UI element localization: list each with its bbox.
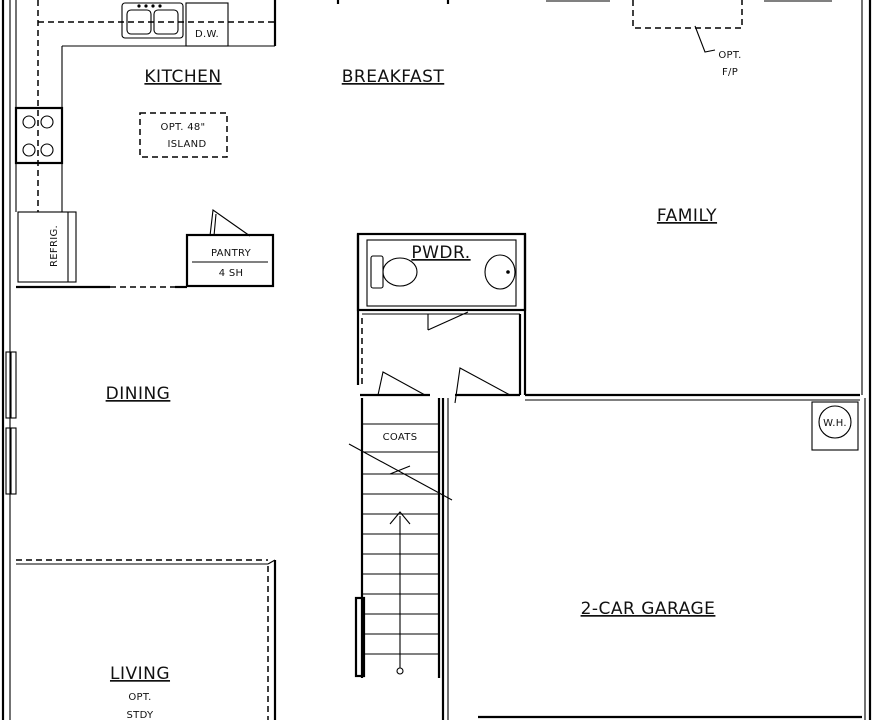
living-label: LIVING [110, 664, 170, 684]
living-opt-label-line2: STDY [127, 710, 155, 720]
island-label-line2: ISLAND [168, 139, 207, 150]
island-label-line1: OPT. 48" [161, 122, 206, 133]
living-opt-label-line1: OPT. [128, 692, 151, 703]
coats-label: COATS [383, 432, 418, 443]
dining-label: DINING [106, 384, 171, 404]
breakfast-label: BREAKFAST [342, 67, 445, 87]
water-heater-label: W.H. [823, 418, 847, 429]
refrigerator-label: REFRIG. [49, 225, 60, 267]
garage-label: 2-CAR GARAGE [581, 599, 716, 619]
powder-room-label: PWDR. [411, 243, 470, 263]
pantry-label-line2: 4 SH [219, 268, 244, 279]
powder-room: PWDR. [356, 232, 527, 312]
refrigerator: REFRIG. [17, 211, 77, 283]
kitchen-island: OPT. 48" ISLAND [139, 112, 228, 158]
pantry-label-line1: PANTRY [211, 248, 252, 259]
dishwasher-label: D.W. [195, 29, 219, 40]
dishwasher: D.W. [185, 2, 229, 47]
staircase: COATS [348, 398, 453, 720]
kitchen-counter [15, 0, 275, 212]
range [14, 106, 64, 165]
kitchen-sink [121, 2, 184, 39]
dining-windows [5, 351, 17, 495]
fireplace-label-line1: OPT. [718, 50, 741, 61]
fireplace-label-line2: F/P [722, 67, 738, 78]
garage: W.H. [447, 398, 862, 720]
living-walls [16, 559, 277, 720]
family-label: FAMILY [657, 206, 717, 226]
pantry: PANTRY 4 SH [185, 209, 275, 288]
kitchen-label: KITCHEN [144, 67, 221, 87]
fireplace: OPT. F/P [632, 0, 743, 78]
hall-walls [356, 234, 860, 404]
